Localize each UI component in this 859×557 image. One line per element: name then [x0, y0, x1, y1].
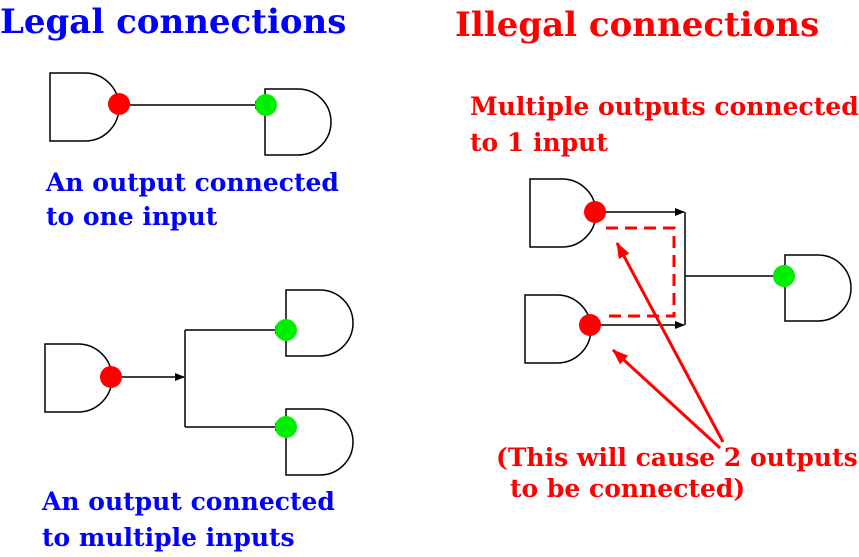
warning-arrow-top [615, 242, 725, 443]
input-dot-icon [773, 265, 795, 287]
input-dot-icon [275, 319, 297, 341]
single-connection-group [49, 72, 332, 156]
caption-single-line1: An output connected [45, 168, 339, 197]
warning-line1: (This will cause 2 outputs [496, 443, 858, 472]
illegal-caption-line1: Multiple outputs connected [470, 92, 859, 121]
and-gate-icon [285, 408, 354, 476]
caption-multi-line2: to multiple inputs [42, 523, 295, 552]
multi-connection-group [44, 289, 354, 476]
warning-arrow-bottom [611, 348, 722, 450]
illegal-connection-group [524, 178, 852, 450]
and-gate-icon [784, 254, 852, 322]
input-dot-icon [275, 416, 297, 438]
and-gate-icon [285, 289, 354, 357]
and-gate-icon [264, 88, 332, 156]
output-dot-icon [108, 93, 130, 115]
caption-single-line2: to one input [46, 202, 218, 231]
illegal-caption-line2: to 1 input [470, 128, 608, 157]
output-dot-icon [579, 314, 601, 336]
caption-multi-line1: An output connected [41, 487, 335, 516]
output-dot-icon [100, 366, 122, 388]
illegal-heading: Illegal connections [455, 5, 819, 45]
shorted-path-highlight [604, 226, 676, 318]
legal-heading: Legal connections [0, 2, 346, 42]
warning-line2: to be connected) [510, 474, 745, 503]
input-dot-icon [255, 94, 277, 116]
output-dot-icon [584, 201, 606, 223]
